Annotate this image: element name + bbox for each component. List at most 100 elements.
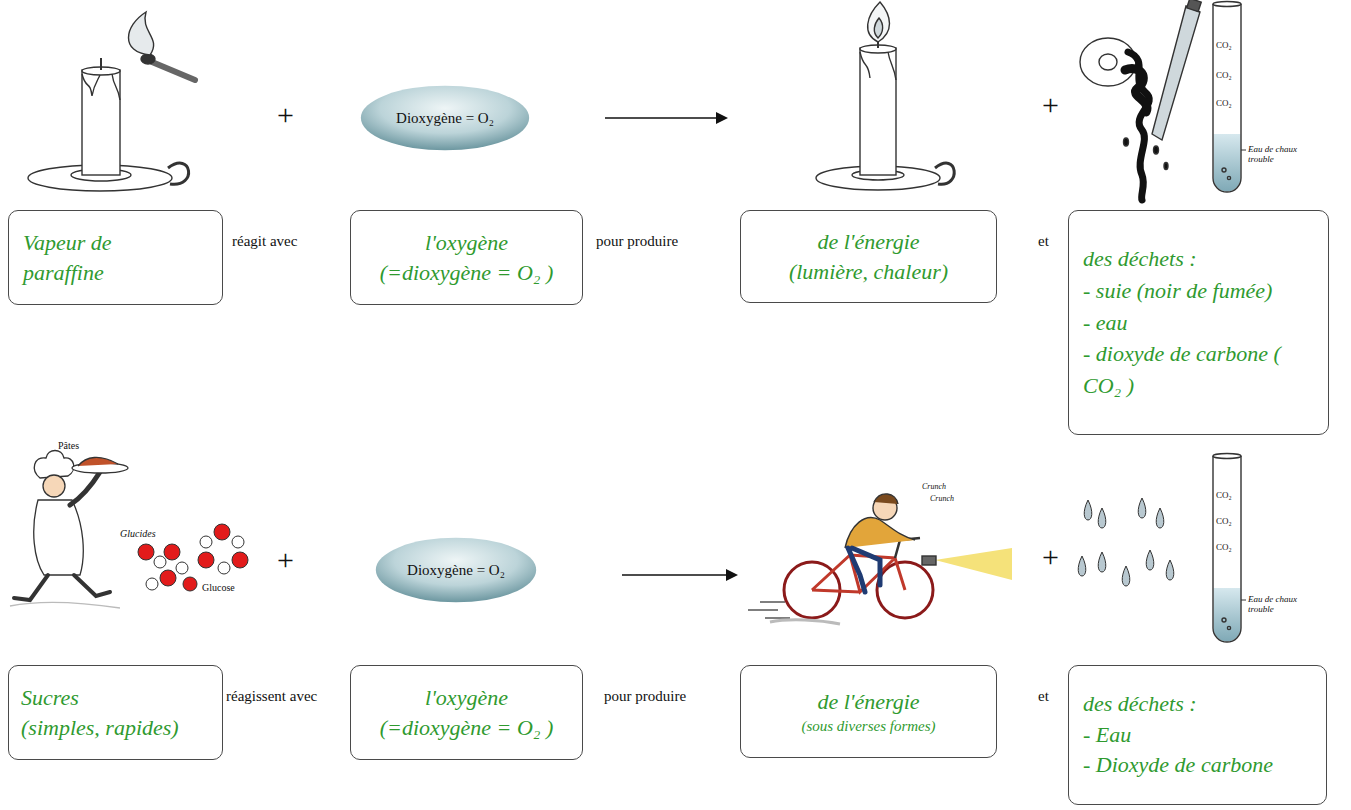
soot-and-knife-part	[1152, 6, 1200, 140]
oxygen-ellipse-fill	[376, 538, 536, 603]
chef-with-pasta-part	[43, 475, 65, 497]
water-drops-part	[1166, 560, 1174, 580]
candle-with-match-part	[129, 12, 154, 55]
water-drops-part	[1122, 566, 1130, 586]
sound-label: Crunch	[930, 494, 954, 503]
node-heading: l'oxygène	[425, 683, 508, 713]
limewater-tube-part	[1227, 626, 1230, 629]
node-heading: des déchets :	[1083, 689, 1197, 720]
node-heading: Dioxygène = O₂	[407, 560, 505, 580]
plus-sign: +	[1042, 88, 1059, 123]
node-heading: Vapeur de paraffine	[23, 228, 163, 287]
cyclist-part	[848, 548, 880, 592]
limewater-tube-part	[1222, 618, 1226, 622]
glucose-molecule-part	[218, 562, 230, 574]
limewater-tube-part	[1213, 454, 1241, 459]
lit-candle-part	[868, 2, 890, 42]
text-box: de l'énergie(lumière, chaleur)	[740, 210, 997, 303]
lit-candle	[816, 2, 954, 190]
glucose-molecule-part	[200, 536, 212, 548]
reaction-arrow-part	[716, 112, 728, 124]
node-content: Sucres(simples, rapides)	[9, 666, 222, 759]
glucose-molecule-part	[160, 570, 176, 586]
soot-and-knife	[1080, 0, 1201, 200]
candle-with-match-part	[82, 74, 120, 100]
cyclist-part	[770, 620, 840, 624]
oxygen-oval: Dioxygène = O₂	[375, 537, 537, 603]
water-drops-part	[1156, 508, 1164, 528]
oxygen-oval: Dioxygène = O₂	[360, 85, 530, 151]
connector-word: réagissent avec	[226, 688, 317, 705]
cyclist	[748, 494, 1012, 624]
tube-liquid-label: Eau de chaux trouble	[1248, 144, 1310, 165]
node-text: - Eau	[1083, 720, 1131, 751]
soot-and-knife-part	[1125, 69, 1147, 112]
node-content: l'oxygène(=dioxygène = O₂ )	[351, 211, 582, 304]
node-heading: de l'énergie	[817, 227, 919, 257]
glucose-molecule-part	[183, 577, 197, 591]
tube-gas-label: CO₂	[1216, 70, 1232, 80]
node-text: - dioxyde de carbone ( CO₂ )	[1083, 338, 1314, 402]
chef-with-pasta	[10, 451, 128, 609]
node-heading: Sucres	[21, 683, 79, 713]
node-heading: l'oxygène	[425, 228, 508, 258]
tube-gas-label: CO₂	[1216, 516, 1232, 526]
node-content: de l'énergie(lumière, chaleur)	[741, 211, 996, 302]
node-text: (sous diverses formes)	[801, 716, 935, 736]
water-drops-part	[1084, 500, 1092, 520]
text-box: Vapeur de paraffine	[8, 210, 223, 305]
candle-with-match	[28, 12, 195, 191]
water-drops-part	[1078, 556, 1086, 576]
node-content: Dioxygène = O₂	[375, 537, 537, 603]
lit-candle-part	[860, 48, 896, 175]
node-content: Dioxygène = O₂	[360, 85, 530, 151]
sound-label: Crunch	[922, 482, 946, 491]
soot-and-knife-part	[1099, 54, 1117, 70]
connector-word: et	[1038, 688, 1049, 705]
reaction-arrow	[622, 569, 738, 581]
candle-with-match-part	[100, 58, 102, 70]
connector-word: réagit avec	[232, 233, 297, 250]
limewater-tube-part	[1213, 4, 1241, 192]
plus-sign: +	[277, 543, 294, 578]
limewater-tube	[1213, 454, 1246, 643]
node-heading: des déchets :	[1083, 243, 1197, 275]
node-content: des déchets :- Eau- Dioxyde de carbone	[1069, 666, 1326, 804]
reaction-arrow-part	[726, 569, 738, 581]
water-drops-part	[1146, 550, 1154, 570]
node-text: (simples, rapides)	[21, 713, 179, 743]
lit-candle-part	[860, 52, 896, 80]
tube-liquid-label: Eau de chaux trouble	[1248, 594, 1310, 615]
glucose-molecule-part	[176, 562, 188, 574]
text-box: Sucres(simples, rapides)	[8, 665, 223, 760]
node-content: l'oxygène(=dioxygène = O₂ )	[351, 666, 582, 759]
limewater-tube-part	[1214, 134, 1241, 192]
reaction-arrow	[605, 112, 728, 124]
node-heading: de l'énergie	[817, 687, 919, 717]
limewater-tube-part	[1241, 600, 1246, 601]
connector-word: pour produire	[604, 688, 686, 705]
tube-gas-label: CO₂	[1216, 98, 1232, 108]
reaction-arrow-part	[605, 117, 718, 119]
node-text: (=dioxygène = O₂ )	[380, 713, 554, 743]
chef-with-pasta-part	[34, 451, 73, 479]
cyclist-part	[922, 556, 936, 565]
lit-candle-part	[874, 18, 882, 38]
limewater-tube-part	[1213, 456, 1241, 642]
tube-gas-label: CO₂	[1216, 542, 1232, 552]
limewater-tube-part	[1222, 168, 1226, 172]
food-label: Glucides	[120, 528, 156, 540]
text-box: l'oxygène(=dioxygène = O₂ )	[350, 665, 583, 760]
node-text: - Dioxyde de carbone	[1083, 750, 1273, 781]
water-drops-part	[1098, 552, 1106, 572]
text-box: des déchets :- suie (noir de fumée)- eau…	[1068, 210, 1329, 435]
limewater-tube	[1213, 2, 1246, 193]
molecule-label: Glucose	[202, 582, 235, 594]
reaction-arrow-part	[622, 574, 728, 576]
node-text: - suie (noir de fumée)	[1083, 275, 1272, 307]
text-box: l'oxygène(=dioxygène = O₂ )	[350, 210, 583, 305]
chef-with-pasta-part	[70, 472, 100, 505]
soot-and-knife-part	[1187, 0, 1202, 12]
node-content: des déchets :- suie (noir de fumée)- eau…	[1069, 211, 1328, 434]
